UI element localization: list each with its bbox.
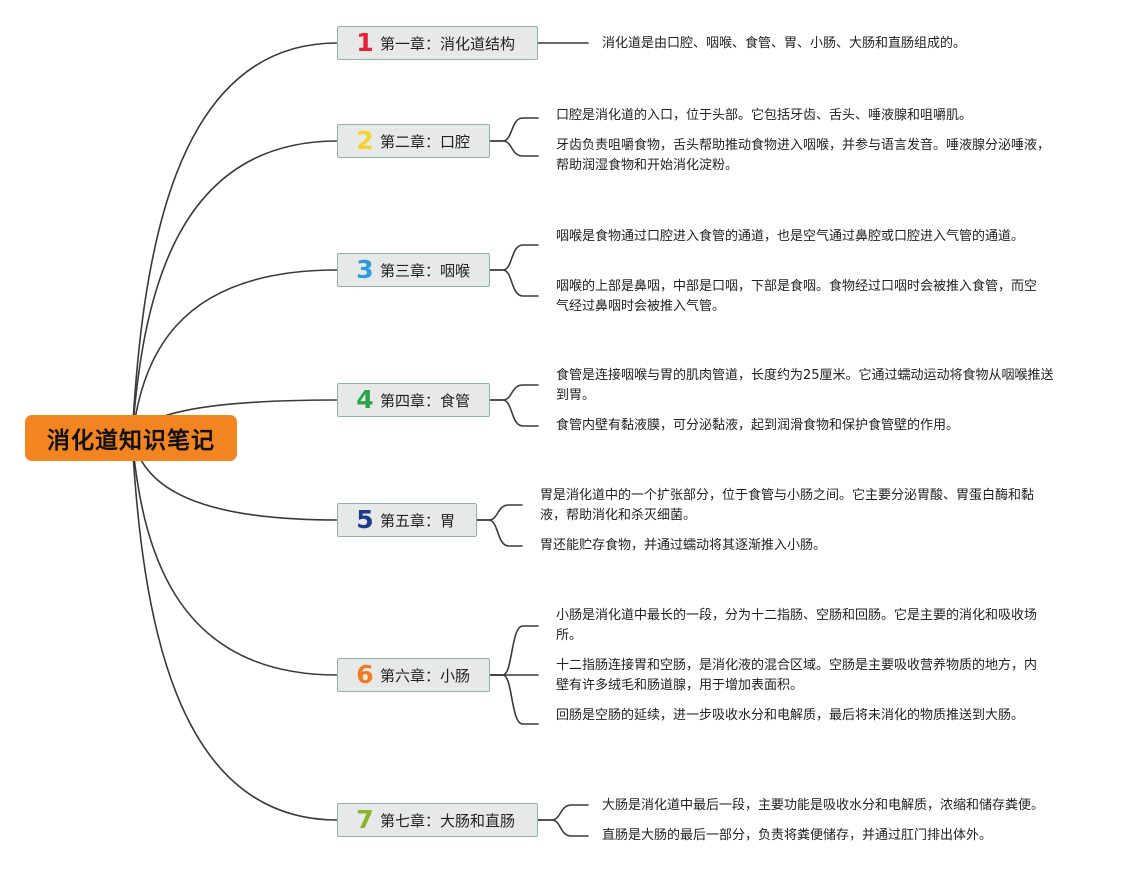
chapter-5-note-1[interactable]: 胃是消化道中的一个扩张部分，位于食管与小肠之间。它主要分泌胃酸、胃蛋白酶和黏液，… bbox=[540, 488, 1035, 523]
root-topic[interactable]: 消化道知识笔记 bbox=[25, 415, 237, 461]
chapter-6-note-3[interactable]: 回肠是空肠的延续，进一步吸收水分和电解质，最后将未消化的物质推送到大肠。 bbox=[556, 708, 1025, 723]
chapter-4-number-icon: 4 bbox=[356, 385, 374, 414]
chapter-4-note-2-line bbox=[489, 399, 539, 427]
root-to-chapter-2-line bbox=[131, 140, 338, 439]
chapter-5-number-icon: 5 bbox=[356, 505, 374, 534]
chapter-6-note-1[interactable]: 小肠是消化道中最长的一段，分为十二指肠、空肠和回肠。它是主要的消化和吸收场所。 bbox=[556, 608, 1038, 643]
chapter-1-number-icon: 1 bbox=[356, 28, 374, 57]
chapter-2-note-1[interactable]: 口腔是消化道的入口，位于头部。它包括牙齿、舌头、唾液腺和咀嚼肌。 bbox=[556, 108, 973, 123]
root-to-chapter-7-line bbox=[131, 437, 338, 821]
root-to-chapter-1-line bbox=[131, 42, 338, 439]
chapter-1-title: 第一章：消化道结构 bbox=[380, 34, 516, 53]
chapter-2-note-2[interactable]: 牙齿负责咀嚼食物，舌头帮助推动食物进入咽喉，并参与语言发音。唾液腺分泌唾液，帮助… bbox=[556, 138, 1051, 173]
chapter-5-note-1-line bbox=[476, 504, 523, 521]
chapter-4-note-1[interactable]: 食管是连接咽喉与胃的肌肉管道，长度约为25厘米。它通过蠕动运动将食物从咽喉推送到… bbox=[556, 368, 1054, 403]
chapter-6-number-icon: 6 bbox=[356, 660, 374, 689]
chapter-3-note-2[interactable]: 咽喉的上部是鼻咽，中部是口咽，下部是食咽。食物经过口咽时会被推入食管，而空气经过… bbox=[556, 279, 1038, 314]
chapter-4-topic[interactable]: 4 第四章：食管 bbox=[337, 383, 490, 417]
chapter-6-note-2[interactable]: 十二指肠连接胃和空肠，是消化液的混合区域。空肠是主要吸收营养物质的地方，内壁有许… bbox=[556, 658, 1038, 693]
chapter-7-number-icon: 7 bbox=[356, 805, 374, 834]
chapter-3-title: 第三章：咽喉 bbox=[380, 261, 471, 280]
chapter-7-note-2-line bbox=[537, 819, 589, 837]
chapter-2-note-1-line bbox=[489, 117, 539, 142]
chapter-7-note-1-line bbox=[537, 804, 589, 821]
root-to-chapter-3-line bbox=[131, 269, 338, 439]
chapter-4-note-2[interactable]: 食管内壁有黏液膜，可分泌黏液，起到润滑食物和保护食管壁的作用。 bbox=[556, 418, 960, 433]
chapter-5-title: 第五章：胃 bbox=[380, 511, 456, 530]
chapter-4-title: 第四章：食管 bbox=[380, 391, 471, 410]
chapter-4-note-1-line bbox=[489, 384, 539, 401]
chapter-2-number-icon: 2 bbox=[356, 126, 374, 155]
chapter-6-title: 第六章：小肠 bbox=[380, 666, 471, 685]
chapter-7-note-2[interactable]: 直肠是大肠的最后一部分，负责将粪便储存，并通过肛门排出体外。 bbox=[602, 828, 993, 843]
chapter-3-number-icon: 3 bbox=[356, 255, 374, 284]
chapter-3-note-2-line bbox=[489, 269, 539, 297]
root-title: 消化道知识笔记 bbox=[47, 428, 215, 454]
chapter-6-topic[interactable]: 6 第六章：小肠 bbox=[337, 658, 490, 692]
chapter-3-topic[interactable]: 3 第三章：咽喉 bbox=[337, 253, 490, 287]
root-to-chapter-6-line bbox=[131, 437, 338, 676]
chapter-6-note-1-line bbox=[489, 625, 539, 676]
chapter-6-note-3-line bbox=[489, 674, 539, 725]
chapter-5-note-2-line bbox=[476, 519, 523, 547]
chapter-1-note-1[interactable]: 消化道是由口腔、咽喉、食管、胃、小肠、大肠和直肠组成的。 bbox=[602, 36, 967, 51]
chapter-5-note-2[interactable]: 胃还能贮存食物，并通过蠕动将其逐渐推入小肠。 bbox=[540, 538, 827, 553]
chapter-2-note-2-line bbox=[489, 140, 539, 157]
chapter-7-topic[interactable]: 7 第七章：大肠和直肠 bbox=[337, 803, 538, 837]
chapter-2-topic[interactable]: 2 第二章：口腔 bbox=[337, 124, 490, 158]
chapter-1-topic[interactable]: 1 第一章：消化道结构 bbox=[337, 26, 538, 60]
chapter-3-note-1-line bbox=[489, 244, 539, 271]
chapter-5-topic[interactable]: 5 第五章：胃 bbox=[337, 503, 477, 537]
chapter-7-note-1[interactable]: 大肠是消化道中最后一段，主要功能是吸收水分和电解质，浓缩和储存粪便。 bbox=[602, 798, 1045, 813]
chapter-3-note-1[interactable]: 咽喉是食物通过口腔进入食管的通道，也是空气通过鼻腔或口腔进入气管的通道。 bbox=[556, 229, 1025, 244]
chapter-7-title: 第七章：大肠和直肠 bbox=[380, 811, 516, 830]
chapter-2-title: 第二章：口腔 bbox=[380, 132, 471, 151]
